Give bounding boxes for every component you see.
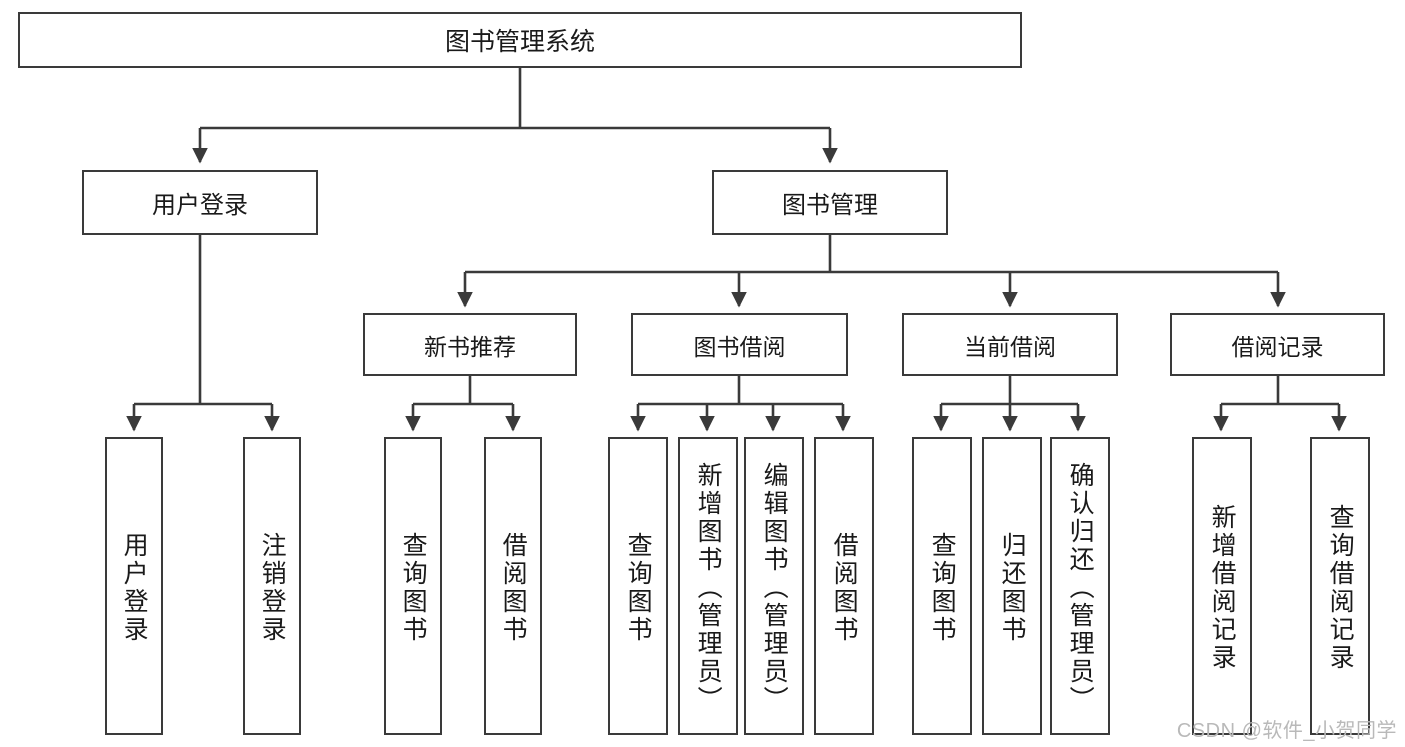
- node-borrow-record[interactable]: 借阅记录: [1170, 313, 1385, 376]
- node-leaf-query-record-label: 查询借阅记录: [1326, 504, 1355, 672]
- node-leaf-query-book-1-label: 查询图书: [399, 532, 428, 644]
- node-leaf-confirm-return[interactable]: 确认归还（管理员）: [1050, 437, 1110, 735]
- node-leaf-return-book[interactable]: 归还图书: [982, 437, 1042, 735]
- watermark: CSDN @软件_小贺同学: [1176, 720, 1397, 742]
- node-leaf-borrow-book-2-label: 借阅图书: [830, 532, 859, 644]
- node-leaf-add-book-label: 新增图书（管理员）: [694, 462, 723, 714]
- node-leaf-query-book-3-label: 查询图书: [928, 532, 957, 644]
- node-leaf-query-book-2[interactable]: 查询图书: [608, 437, 668, 735]
- node-leaf-logout-label: 注销登录: [258, 532, 287, 644]
- node-root-label: 图书管理系统: [444, 28, 595, 56]
- node-leaf-add-book[interactable]: 新增图书（管理员）: [678, 437, 738, 735]
- node-leaf-edit-book-label: 编辑图书（管理员）: [760, 462, 789, 714]
- node-user-login-label: 用户登录: [152, 192, 248, 219]
- node-leaf-return-book-label: 归还图书: [998, 532, 1027, 644]
- node-leaf-user-login-label: 用户登录: [120, 532, 149, 644]
- node-leaf-add-record-label: 新增借阅记录: [1208, 504, 1237, 672]
- node-leaf-user-login[interactable]: 用户登录: [105, 437, 163, 735]
- node-new-book-rec[interactable]: 新书推荐: [363, 313, 577, 376]
- node-user-login[interactable]: 用户登录: [82, 170, 318, 235]
- node-leaf-logout[interactable]: 注销登录: [243, 437, 301, 735]
- node-leaf-add-record[interactable]: 新增借阅记录: [1192, 437, 1252, 735]
- node-new-book-rec-label: 新书推荐: [424, 333, 516, 360]
- node-leaf-query-record[interactable]: 查询借阅记录: [1310, 437, 1370, 735]
- node-leaf-borrow-book-2[interactable]: 借阅图书: [814, 437, 874, 735]
- node-book-manage-label: 图书管理: [782, 192, 878, 219]
- node-root[interactable]: 图书管理系统: [18, 12, 1022, 68]
- node-leaf-query-book-3[interactable]: 查询图书: [912, 437, 972, 735]
- node-leaf-borrow-book-1-label: 借阅图书: [499, 532, 528, 644]
- node-book-manage[interactable]: 图书管理: [712, 170, 948, 235]
- node-leaf-query-book-1[interactable]: 查询图书: [384, 437, 442, 735]
- node-borrow-record-label: 借阅记录: [1231, 333, 1324, 360]
- node-book-borrow[interactable]: 图书借阅: [631, 313, 848, 376]
- node-leaf-query-book-2-label: 查询图书: [624, 532, 653, 644]
- node-current-borrow-label: 当前借阅: [964, 333, 1056, 360]
- node-book-borrow-label: 图书借阅: [693, 333, 786, 360]
- node-leaf-borrow-book-1[interactable]: 借阅图书: [484, 437, 542, 735]
- node-leaf-edit-book[interactable]: 编辑图书（管理员）: [744, 437, 804, 735]
- node-leaf-confirm-return-label: 确认归还（管理员）: [1066, 462, 1095, 714]
- node-current-borrow[interactable]: 当前借阅: [902, 313, 1118, 376]
